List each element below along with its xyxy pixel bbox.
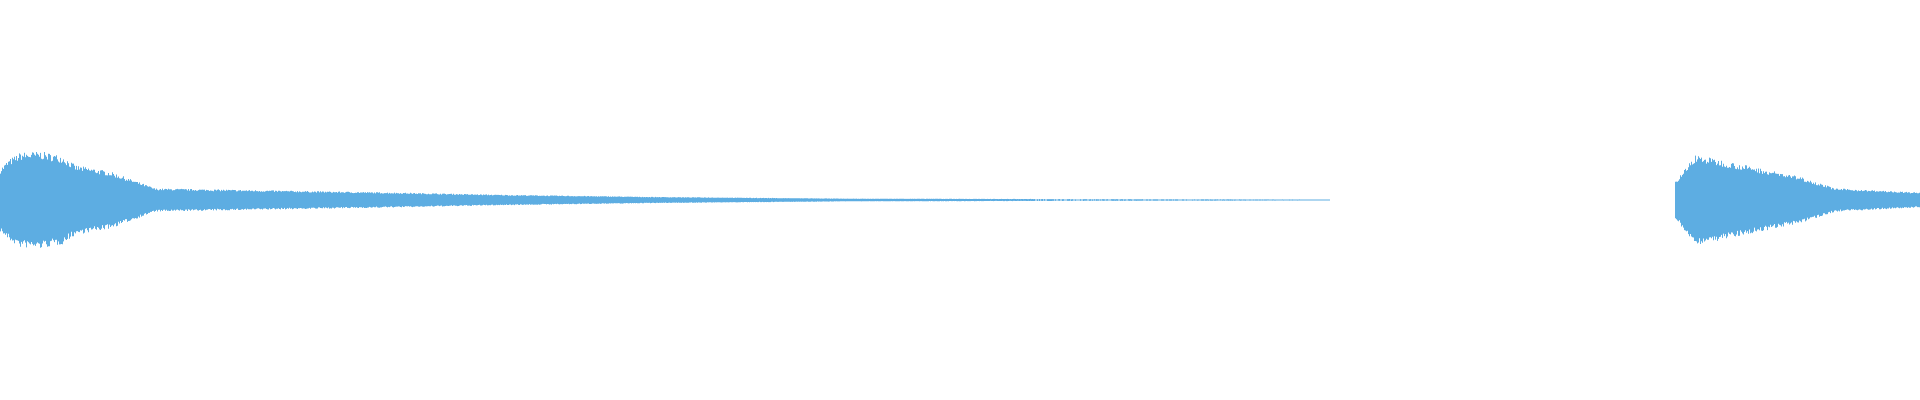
- waveform-shape: [0, 152, 1920, 248]
